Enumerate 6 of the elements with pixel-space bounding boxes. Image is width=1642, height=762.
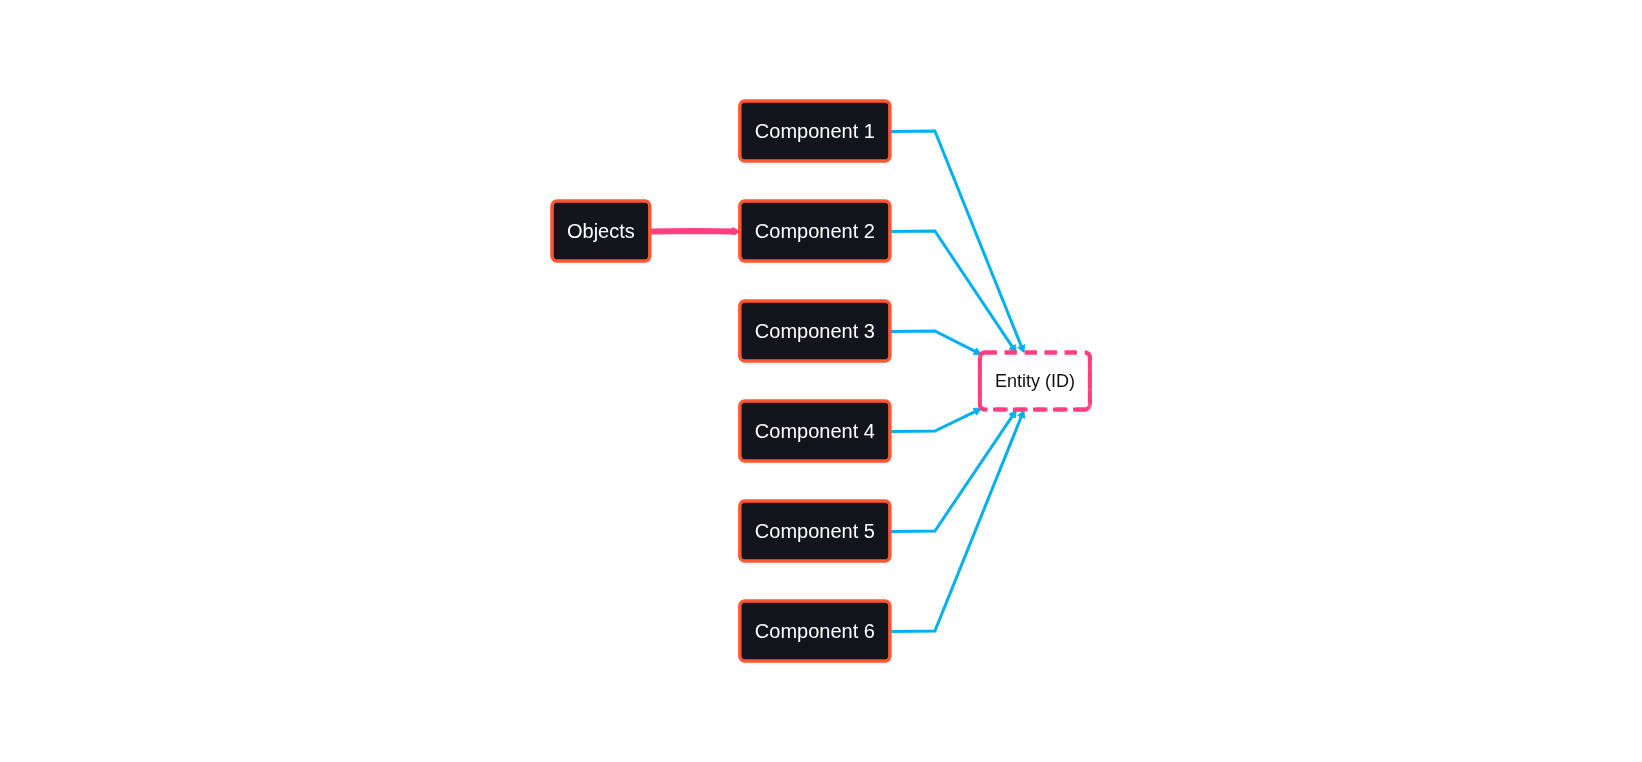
arrow (890, 229, 1017, 354)
arrow (890, 407, 983, 433)
arrow (890, 329, 983, 356)
arrow (890, 129, 1026, 354)
arrow (890, 409, 1017, 533)
arrow (890, 409, 1026, 633)
